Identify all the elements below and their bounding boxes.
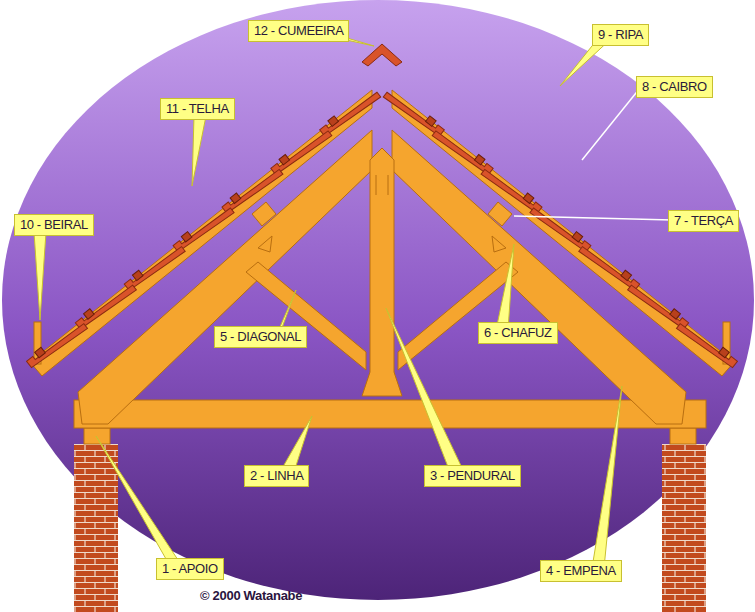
principal-rafter-empena: [392, 130, 686, 424]
brick-pillar: [74, 444, 118, 612]
callout-label: 7 - TERÇA: [668, 210, 739, 232]
watermark: © 2000 Watanabe: [200, 588, 302, 603]
batten-ripa: [474, 154, 485, 164]
strut-diagonal: [246, 262, 366, 370]
callout-label: 11 - TELHA: [160, 98, 235, 120]
support-block: [84, 428, 110, 444]
callout-label: 6 - CHAFUZ: [478, 322, 558, 344]
tie-beam-linha: [74, 400, 706, 428]
callout-label: 3 - PENDURAL: [424, 465, 521, 487]
callout-label: 5 - DIAGONAL: [214, 326, 307, 348]
leader-line: [514, 216, 672, 220]
batten-ripa: [621, 270, 632, 280]
leader: [386, 308, 464, 472]
callout-label: 10 - BEIRAL: [14, 214, 94, 236]
brick-pillar: [662, 444, 706, 612]
callout-label: 2 - LINHA: [244, 465, 309, 487]
purlin-terca: [488, 202, 512, 226]
batten-ripa: [670, 309, 681, 319]
cleat-chafuz: [492, 236, 506, 252]
tile: [676, 319, 737, 371]
callout-label: 9 - RIPA: [592, 24, 649, 46]
leader: [592, 386, 622, 568]
batten-ripa: [572, 232, 583, 242]
purlin-terca: [252, 202, 276, 226]
batten-ripa: [230, 193, 241, 203]
batten-ripa: [35, 347, 46, 357]
callout-label: 8 - CAIBRO: [636, 76, 713, 98]
leader: [280, 416, 312, 472]
callout-label: 4 - EMPENA: [540, 560, 622, 582]
cleat-chafuz: [258, 236, 272, 252]
support-block: [670, 428, 696, 444]
callout-leaders: [34, 30, 622, 568]
leader: [96, 436, 182, 566]
callout-label: 1 - APOIO: [156, 558, 224, 580]
batten-ripa: [328, 116, 339, 126]
batten-ripa: [132, 270, 143, 280]
king-post-detail: [376, 175, 388, 195]
leader: [34, 232, 46, 320]
callout-label: 12 - CUMEEIRA: [248, 20, 349, 42]
batten-ripa: [523, 193, 534, 203]
ridge-cap-cumeeira: [362, 44, 402, 66]
batten-ripa: [279, 154, 290, 164]
principal-rafter-empena: [78, 130, 372, 424]
leader: [192, 116, 206, 186]
batten-ripa: [719, 347, 730, 357]
tile: [27, 319, 88, 371]
leader-line: [582, 88, 640, 160]
batten-ripa: [181, 232, 192, 242]
batten-ripa: [426, 116, 437, 126]
king-post-pendural: [362, 148, 402, 396]
leader: [496, 244, 514, 330]
batten-ripa: [84, 309, 95, 319]
